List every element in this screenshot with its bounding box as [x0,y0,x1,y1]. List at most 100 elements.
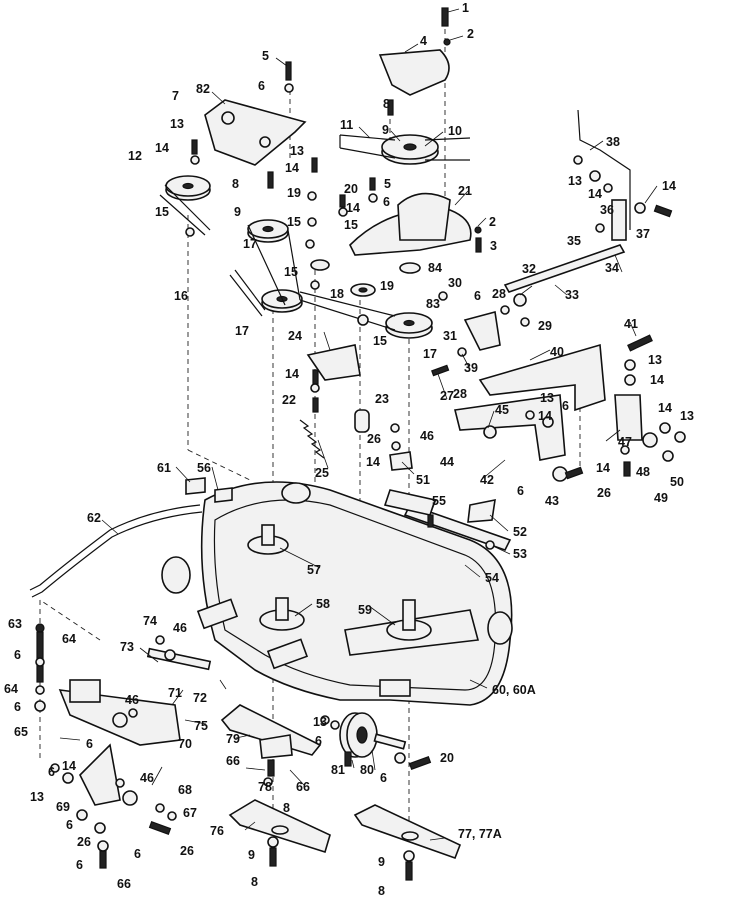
callout-44: 44 [440,455,454,469]
callout-26c: 26 [77,835,91,849]
callout-8: 8 [383,97,390,111]
callout-15: 15 [155,205,169,219]
callout-15d: 15 [284,265,298,279]
callout-73: 73 [120,640,134,654]
callout-66b: 66 [296,780,310,794]
callout-27: 27 [440,389,454,403]
callout-58: 58 [316,597,330,611]
callout-17c: 17 [423,347,437,361]
callout-25: 25 [315,466,329,480]
callout-49: 49 [654,491,668,505]
callout-52: 52 [513,525,527,539]
callout-11: 11 [340,118,353,132]
callout-8e: 8 [378,884,385,898]
center-belt-cover [349,192,472,256]
callout-63: 63 [8,617,22,631]
pulley-top [381,134,439,165]
callout-6j: 6 [48,765,55,779]
callout-18: 18 [330,287,344,301]
callout-37: 37 [636,227,650,241]
callout-59: 59 [358,603,372,617]
callout-62: 62 [87,511,101,525]
callout-15c: 15 [344,218,358,232]
callout-76: 76 [210,824,224,838]
callout-57: 57 [307,563,321,577]
callout-75: 75 [194,719,208,733]
callout-33: 33 [565,288,579,302]
blade-right [353,804,462,860]
gauge-wheel [339,712,432,771]
callout-17: 17 [243,237,257,251]
callout-14f: 14 [650,373,664,387]
callout-4: 4 [420,34,427,48]
callout-6e: 6 [517,484,524,498]
callout-22: 22 [282,393,296,407]
callout-46b: 46 [173,621,187,635]
callout-15b: 15 [287,215,301,229]
callout-15e: 15 [373,334,387,348]
callout-13e: 13 [540,391,554,405]
callout-23: 23 [375,392,389,406]
callout-32: 32 [522,262,536,276]
blade-center [220,704,322,759]
callout-64: 64 [62,632,76,646]
callout-79: 79 [226,732,240,746]
callout-39: 39 [464,361,478,375]
callout-46d: 46 [140,771,154,785]
callout-8b: 8 [232,177,239,191]
callout-28b: 28 [453,387,467,401]
callout-14i: 14 [658,401,672,415]
idler-spring [299,344,370,459]
callout-53: 53 [513,547,527,561]
callout-16: 16 [174,289,188,303]
mower-deck-housing [161,481,513,706]
callout-6l: 6 [66,818,73,832]
callout-13h: 13 [30,790,44,804]
callout-83: 83 [426,297,440,311]
callout-47: 47 [618,435,632,449]
hardware-fasteners [35,61,686,881]
callout-13d: 13 [648,353,662,367]
callout-82: 82 [196,82,210,96]
callout-8d: 8 [251,875,258,889]
callout-6n: 6 [76,858,83,872]
callout-43: 43 [545,494,559,508]
callout-55: 55 [432,494,446,508]
callout-26d: 26 [180,844,194,858]
callout-13g: 13 [313,715,327,729]
callout-51: 51 [416,473,430,487]
pulley-17b [261,289,303,313]
callout-26b: 26 [597,486,611,500]
callout-3: 3 [490,239,497,253]
callout-20: 20 [344,182,358,196]
callout-84: 84 [428,261,442,275]
blade-left [228,799,331,854]
callout-71: 71 [168,686,182,700]
callout-8c: 8 [283,801,290,815]
lift-linkage [454,109,653,482]
idler-pulley-18 [310,259,421,297]
callout-labels: 1 2 4 5 6 82 7 8 9 11 10 13 14 12 13 14 … [4,1,694,898]
callout-1: 1 [462,1,469,15]
callout-10: 10 [448,124,462,138]
idler-bracket [204,99,307,166]
callout-9d: 9 [378,855,385,869]
callout-19: 19 [287,186,301,200]
callout-80: 80 [360,763,374,777]
callout-14d: 14 [588,187,602,201]
callout-6m: 6 [134,847,141,861]
callout-14k: 14 [596,461,610,475]
callout-45: 45 [495,403,509,417]
callout-46: 46 [420,429,434,443]
callout-13c: 13 [568,174,582,188]
anti-scalp-bracket [34,623,212,806]
callout-67: 67 [183,806,197,820]
callout-13f: 13 [680,409,694,423]
callout-2b: 2 [489,215,496,229]
callout-74: 74 [143,614,157,628]
callout-6: 6 [258,79,265,93]
callout-14: 14 [155,141,169,155]
callout-9: 9 [382,123,389,137]
callout-24: 24 [288,329,302,343]
callout-6b: 6 [383,195,390,209]
